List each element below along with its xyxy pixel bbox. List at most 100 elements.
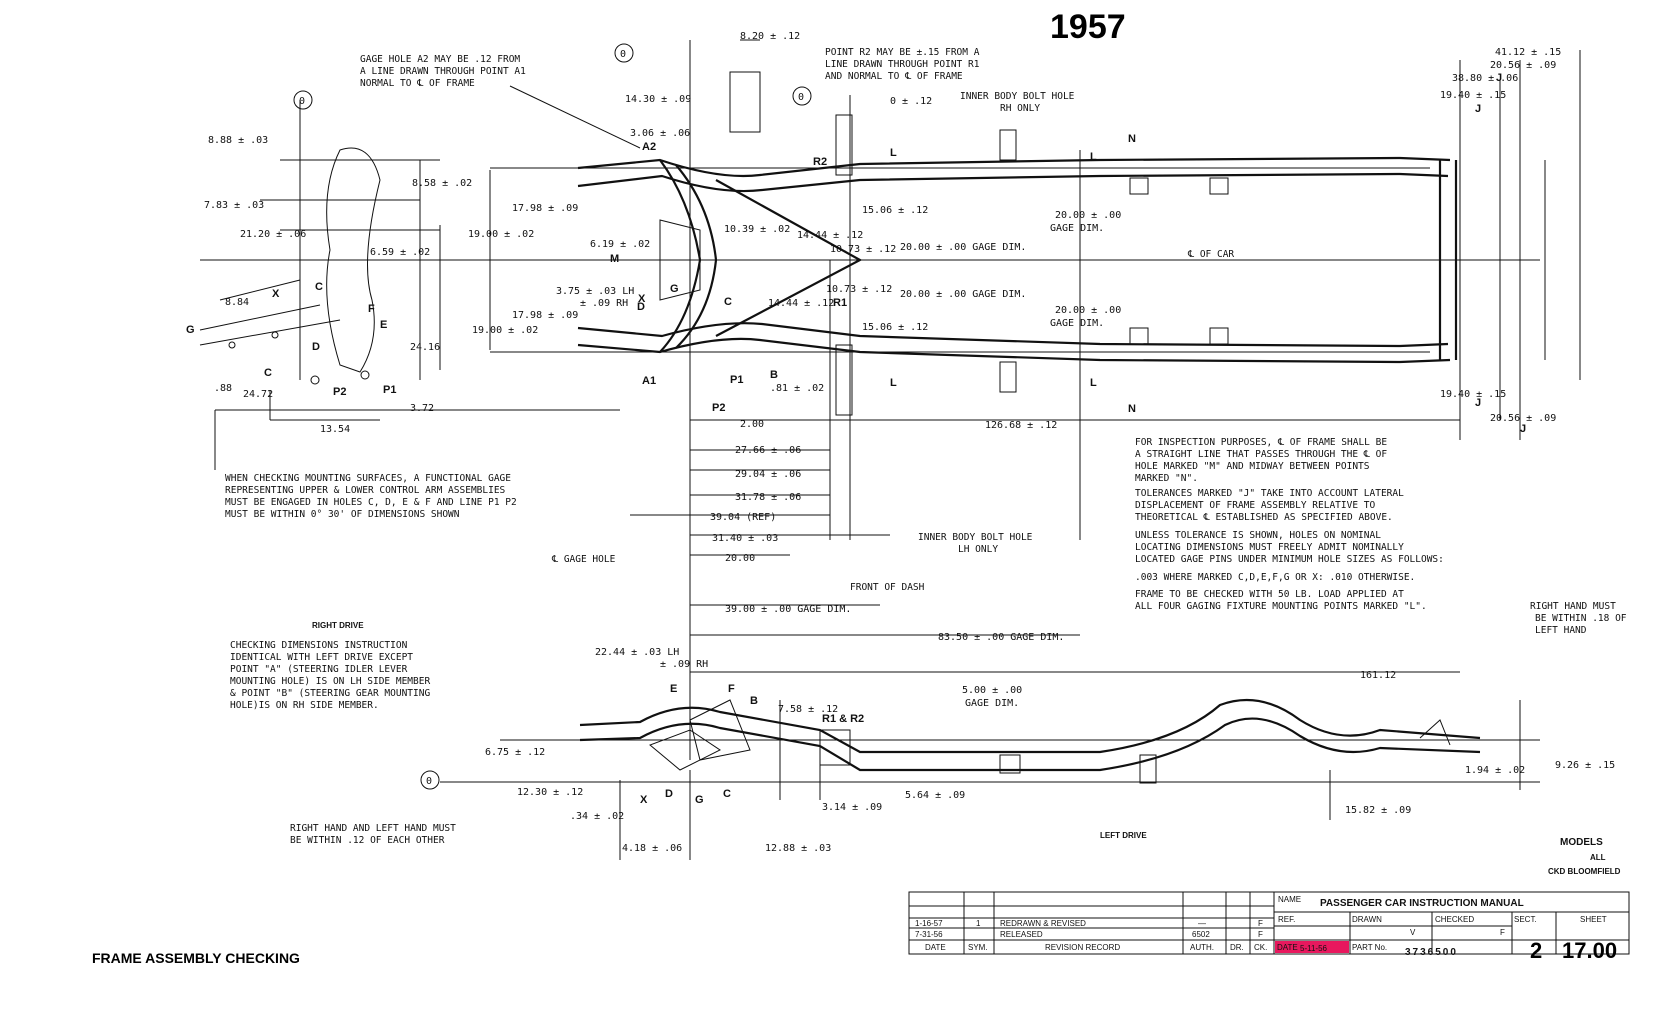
svg-text:17.98 ± .09: 17.98 ± .09 bbox=[512, 310, 578, 321]
title-block-name: PASSENGER CAR INSTRUCTION MANUAL bbox=[1320, 898, 1524, 909]
svg-text:31.78 ± .06: 31.78 ± .06 bbox=[735, 492, 801, 503]
svg-text:20.00 ± .00: 20.00 ± .00 bbox=[1055, 210, 1121, 221]
svg-text:DISPLACEMENT OF FRAME ASSEMBLY: DISPLACEMENT OF FRAME ASSEMBLY RELATIVE … bbox=[1135, 500, 1375, 511]
svg-text:GAGE HOLE A2 MAY BE .12 FROM: GAGE HOLE A2 MAY BE .12 FROM bbox=[360, 54, 520, 65]
svg-text:6.19 ± .02: 6.19 ± .02 bbox=[590, 239, 650, 250]
svg-text:RIGHT DRIVE: RIGHT DRIVE bbox=[312, 621, 364, 630]
svg-text:4.18 ± .06: 4.18 ± .06 bbox=[622, 843, 682, 854]
svg-text:X: X bbox=[272, 288, 280, 300]
svg-text:J: J bbox=[1496, 72, 1502, 84]
center-of-car-label: ℄ OF CAR bbox=[1187, 249, 1234, 260]
svg-text:20.56 ± .09: 20.56 ± .09 bbox=[1490, 60, 1556, 71]
svg-text:POINT R2 MAY BE ±.15 FROM A: POINT R2 MAY BE ±.15 FROM A bbox=[825, 47, 980, 58]
svg-text:39.00 ± .00 GAGE DIM.: 39.00 ± .00 GAGE DIM. bbox=[725, 604, 851, 615]
svg-text:20.00: 20.00 bbox=[725, 553, 755, 564]
svg-text:E: E bbox=[380, 319, 387, 331]
svg-text:MUST BE ENGAGED IN HOLES C, D,: MUST BE ENGAGED IN HOLES C, D, E & F AND… bbox=[225, 497, 517, 508]
footer-title: FRAME ASSEMBLY CHECKING bbox=[92, 950, 300, 966]
svg-text:X: X bbox=[640, 794, 648, 806]
svg-text:RH ONLY: RH ONLY bbox=[1000, 103, 1040, 114]
svg-text:G: G bbox=[186, 324, 195, 336]
svg-text:15.06 ± .12: 15.06 ± .12 bbox=[862, 322, 928, 333]
svg-text:AND NORMAL TO ℄ OF FRAME: AND NORMAL TO ℄ OF FRAME bbox=[825, 71, 963, 82]
svg-text:R1: R1 bbox=[833, 297, 847, 309]
svg-text:& POINT "B" (STEERING GEAR MOU: & POINT "B" (STEERING GEAR MOUNTING bbox=[230, 688, 430, 699]
svg-text:L: L bbox=[1090, 151, 1097, 163]
svg-text:20.00 ± .00 GAGE DIM.: 20.00 ± .00 GAGE DIM. bbox=[900, 289, 1026, 300]
svg-text:DR.: DR. bbox=[1230, 943, 1244, 952]
svg-text:IDENTICAL WITH LEFT DRIVE EXCE: IDENTICAL WITH LEFT DRIVE EXCEPT bbox=[230, 652, 413, 663]
svg-text:7.58 ± .12: 7.58 ± .12 bbox=[778, 704, 838, 715]
svg-text:P2: P2 bbox=[333, 386, 346, 398]
note-inspection: FOR INSPECTION PURPOSES, ℄ OF FRAME SHAL… bbox=[1135, 437, 1444, 612]
svg-text:.34 ± .02: .34 ± .02 bbox=[570, 811, 624, 822]
note-gage-hole-a2: GAGE HOLE A2 MAY BE .12 FROM A LINE DRAW… bbox=[360, 54, 641, 149]
svg-text:J: J bbox=[1475, 397, 1481, 409]
svg-text:8.88 ± .03: 8.88 ± .03 bbox=[208, 135, 268, 146]
svg-text:0: 0 bbox=[620, 49, 626, 60]
svg-text:19.40 ± .15: 19.40 ± .15 bbox=[1440, 389, 1506, 400]
svg-text:12.30 ± .12: 12.30 ± .12 bbox=[517, 787, 583, 798]
svg-text:C: C bbox=[723, 788, 731, 800]
svg-text:CHECKED: CHECKED bbox=[1435, 915, 1474, 924]
svg-text:MARKED "N".: MARKED "N". bbox=[1135, 473, 1198, 484]
svg-text:.003 WHERE MARKED C,D,E,F,G OR: .003 WHERE MARKED C,D,E,F,G OR X: .010 O… bbox=[1135, 572, 1415, 583]
svg-text:P1: P1 bbox=[730, 374, 743, 386]
svg-text:F: F bbox=[1500, 928, 1505, 937]
models-block: MODELS ALL CKD BLOOMFIELD bbox=[1548, 837, 1621, 876]
svg-text:8.20 ± .12: 8.20 ± .12 bbox=[740, 31, 800, 42]
svg-text:BE WITHIN .12 OF EACH OTHER: BE WITHIN .12 OF EACH OTHER bbox=[290, 835, 445, 846]
svg-text:REDRAWN & REVISED: REDRAWN & REVISED bbox=[1000, 919, 1086, 928]
svg-text:6.59 ± .02: 6.59 ± .02 bbox=[370, 247, 430, 258]
svg-text:GAGE DIM.: GAGE DIM. bbox=[1050, 318, 1104, 329]
svg-text:19.00 ± .02: 19.00 ± .02 bbox=[472, 325, 538, 336]
svg-text:CK.: CK. bbox=[1254, 943, 1267, 952]
svg-text:83.50 ± .00 GAGE DIM.: 83.50 ± .00 GAGE DIM. bbox=[938, 632, 1064, 643]
svg-text:R2: R2 bbox=[813, 156, 827, 168]
note-inner-body-lh: INNER BODY BOLT HOLE LH ONLY bbox=[918, 532, 1033, 555]
svg-text:A2: A2 bbox=[642, 141, 656, 153]
svg-text:15.06 ± .12: 15.06 ± .12 bbox=[862, 205, 928, 216]
svg-text:15.82 ± .09: 15.82 ± .09 bbox=[1345, 805, 1411, 816]
svg-text:CHECKING DIMENSIONS INSTRUCTIO: CHECKING DIMENSIONS INSTRUCTION bbox=[230, 640, 408, 651]
svg-text:7.83 ± .03: 7.83 ± .03 bbox=[204, 200, 264, 211]
svg-text:8.58 ± .02: 8.58 ± .02 bbox=[412, 178, 472, 189]
svg-text:ALL FOUR GAGING FIXTURE MOUNTI: ALL FOUR GAGING FIXTURE MOUNTING POINTS … bbox=[1135, 601, 1427, 612]
note-mounting-surfaces: WHEN CHECKING MOUNTING SURFACES, A FUNCT… bbox=[225, 473, 517, 520]
svg-text:AUTH.: AUTH. bbox=[1190, 943, 1214, 952]
svg-text:161.12: 161.12 bbox=[1360, 670, 1396, 681]
svg-text:F: F bbox=[368, 303, 375, 315]
gage-hole-label: ℄ GAGE HOLE bbox=[551, 554, 616, 565]
svg-text:BE WITHIN .18 OF: BE WITHIN .18 OF bbox=[1535, 613, 1627, 624]
svg-text:13.54: 13.54 bbox=[320, 424, 350, 435]
svg-text:19.40 ± .15: 19.40 ± .15 bbox=[1440, 90, 1506, 101]
svg-text:LH ONLY: LH ONLY bbox=[958, 544, 998, 555]
svg-text:G: G bbox=[695, 794, 704, 806]
svg-text:B: B bbox=[770, 369, 778, 381]
svg-text:J: J bbox=[1475, 103, 1481, 115]
svg-text:LINE DRAWN THROUGH POINT R1: LINE DRAWN THROUGH POINT R1 bbox=[825, 59, 980, 70]
svg-text:10.39 ± .02: 10.39 ± .02 bbox=[724, 224, 790, 235]
svg-text:NAME: NAME bbox=[1278, 895, 1301, 904]
svg-text:F: F bbox=[1258, 930, 1263, 939]
svg-text:L: L bbox=[1090, 377, 1097, 389]
frame-side-view bbox=[440, 698, 1540, 860]
svg-text:L: L bbox=[890, 147, 897, 159]
svg-text:27.66 ± .06: 27.66 ± .06 bbox=[735, 445, 801, 456]
svg-text:HOLE MARKED "M" AND MIDWAY BET: HOLE MARKED "M" AND MIDWAY BETWEEN POINT… bbox=[1135, 461, 1370, 472]
suspension-detail-view bbox=[199, 100, 620, 470]
svg-text:THEORETICAL ℄ ESTABLISHED AS S: THEORETICAL ℄ ESTABLISHED AS SPECIFIED A… bbox=[1135, 512, 1393, 523]
frame-plan-view bbox=[200, 39, 1581, 760]
svg-text:DATE: DATE bbox=[925, 943, 946, 952]
svg-text:A STRAIGHT LINE THAT PASSES TH: A STRAIGHT LINE THAT PASSES THROUGH THE … bbox=[1135, 449, 1387, 460]
svg-text:D: D bbox=[637, 301, 645, 313]
svg-text:2.00: 2.00 bbox=[740, 419, 764, 430]
svg-text:PART No.: PART No. bbox=[1352, 943, 1387, 952]
svg-text:41.12 ± .15: 41.12 ± .15 bbox=[1495, 47, 1561, 58]
svg-text:C: C bbox=[264, 367, 272, 379]
reference-marks: 0 0 0 0 bbox=[293, 43, 812, 790]
title-block: NAME PASSENGER CAR INSTRUCTION MANUAL RE… bbox=[908, 891, 1630, 963]
svg-text:20.00 ± .00: 20.00 ± .00 bbox=[1055, 305, 1121, 316]
svg-text:NORMAL TO ℄ OF FRAME: NORMAL TO ℄ OF FRAME bbox=[360, 78, 475, 89]
svg-text:G: G bbox=[670, 283, 679, 295]
